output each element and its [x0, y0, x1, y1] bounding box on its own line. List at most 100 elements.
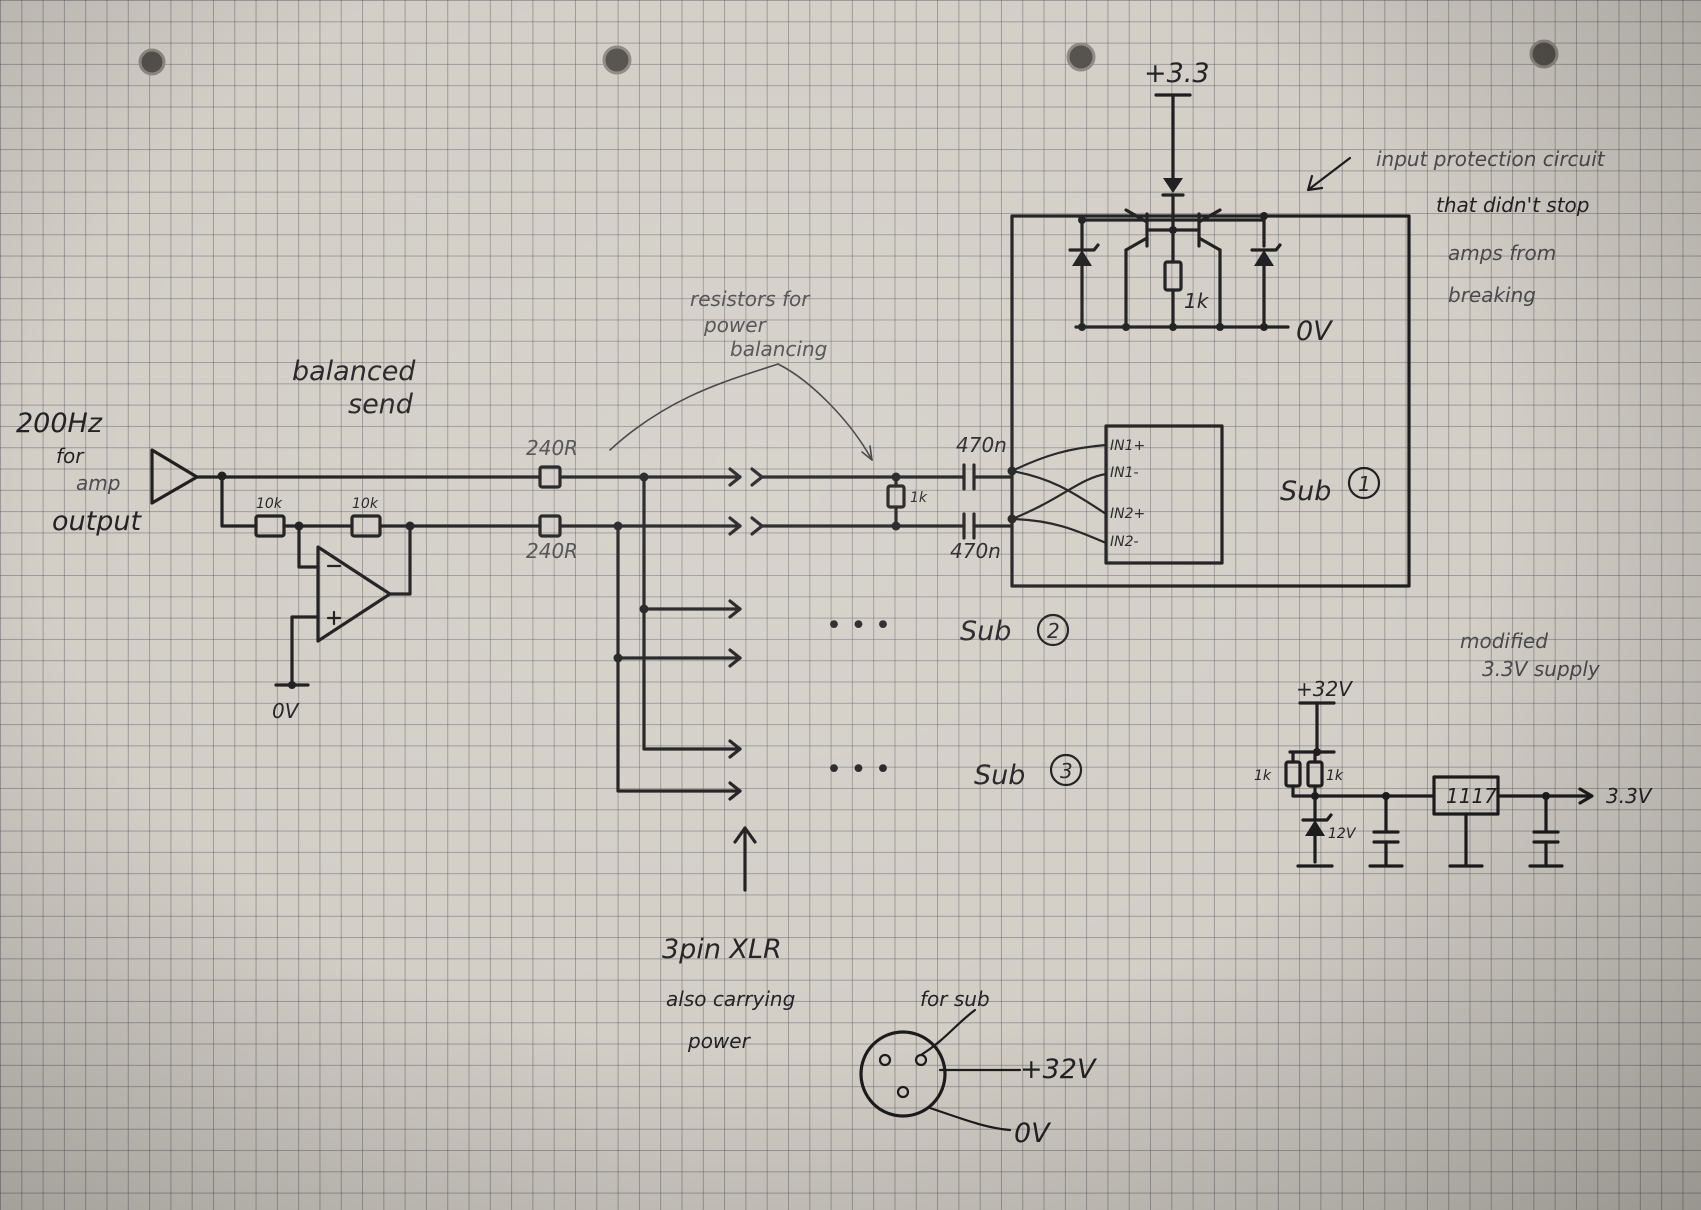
label-res-note-2: power	[703, 313, 768, 337]
wire	[1448, 812, 1484, 868]
label-source-for: for	[56, 444, 85, 468]
zener-right	[1254, 250, 1274, 266]
label-10k-a: 10k	[256, 496, 283, 512]
label-xlr-plus: +32V	[1020, 1054, 1098, 1085]
supply-cap-2	[1532, 830, 1560, 844]
label-protect-note-1: input protection circuit	[1376, 147, 1606, 171]
label-240r-top: 240R	[526, 436, 578, 460]
supply-resistor-right	[1306, 760, 1324, 788]
label-balanced: balanced	[292, 356, 416, 387]
amp-ic-box	[1104, 424, 1224, 565]
label-xlr-zero: 0V	[1014, 1118, 1052, 1149]
junction-dot	[639, 604, 649, 614]
label-supply-r-left: 1k	[1254, 768, 1272, 784]
zener-left	[1072, 250, 1092, 266]
junction-dot	[1078, 323, 1086, 331]
label-xlr-2: also carrying	[666, 987, 795, 1011]
wire-to-in1n	[1010, 469, 1108, 521]
label-1k-term: 1k	[910, 490, 928, 506]
source-buffer-symbol	[150, 448, 199, 505]
xlr-connector-chevron	[728, 516, 742, 536]
xlr-lead-signal	[919, 1008, 977, 1057]
label-ic-in1p: IN1+	[1110, 438, 1145, 454]
note-leader-line	[609, 363, 873, 461]
label-protect-note-2: that didn't stop	[1436, 193, 1590, 217]
label-470n-bottom: 470n	[950, 539, 1001, 563]
resistor-1k-termination	[886, 484, 906, 509]
wire-to-in1p	[1010, 443, 1108, 473]
label-protect-rail: +3.3	[1144, 58, 1210, 89]
note-arrow	[1306, 156, 1352, 192]
transistor-right	[1171, 208, 1222, 252]
distribution-section	[538, 465, 764, 892]
supply-section	[1284, 701, 1594, 868]
wire-cold-branch	[220, 474, 258, 528]
label-protect-r: 1k	[1184, 289, 1210, 313]
sub2-number-circle	[1036, 613, 1070, 647]
xlr-pointer-arrow	[733, 826, 757, 892]
zener-bar	[1301, 813, 1333, 822]
xlr-pin	[914, 1053, 928, 1067]
label-source-amp: amp	[76, 471, 120, 495]
xlr-connector-body	[859, 1030, 947, 1118]
sub1-outer-box	[1010, 214, 1411, 588]
label-xlr-signal: for sub	[920, 987, 990, 1011]
resistor-1k-protect	[1163, 260, 1183, 292]
binder-hole	[1529, 39, 1559, 69]
source-section	[150, 448, 542, 689]
label-240r-bottom: 240R	[526, 539, 578, 563]
label-protect-note-3: amps from	[1448, 241, 1556, 265]
supply-out-arrow	[1578, 787, 1594, 805]
label-supply-r-right: 1k	[1326, 768, 1344, 784]
label-source-output: output	[52, 506, 142, 537]
xlr-pin	[878, 1053, 892, 1067]
wire-hot-bus	[642, 475, 742, 751]
label-supply-reg: 1117	[1446, 784, 1497, 808]
label-sub3-num: 3	[1060, 759, 1073, 783]
supply-cap-1	[1372, 830, 1400, 844]
text-labels: 200Hz for amp output balanced send 10k 1…	[16, 58, 1653, 1149]
binder-hole	[602, 45, 632, 75]
label-ellipsis-sub3: • • •	[826, 754, 891, 785]
junction-dot	[1260, 323, 1268, 331]
label-protect-note-4: breaking	[1448, 283, 1536, 307]
label-source-freq: 200Hz	[16, 408, 103, 439]
junction-dot	[1169, 323, 1177, 331]
xlr-sketch	[859, 1008, 1022, 1132]
xlr-pin	[896, 1085, 910, 1099]
wire-to-in2n	[1010, 517, 1108, 545]
wire-cold-bus	[616, 524, 742, 793]
label-send: send	[348, 389, 414, 420]
label-zero-v-source: 0V	[272, 699, 300, 723]
resistor-240r-bottom	[538, 514, 562, 538]
wire-feedback-out	[388, 524, 412, 596]
label-ellipsis-sub2: • • •	[826, 610, 891, 641]
protection-circuit	[1068, 93, 1352, 331]
label-sub2-num: 2	[1047, 619, 1060, 643]
label-ic-in2n: IN2-	[1110, 534, 1139, 550]
supply-resistor-left	[1284, 760, 1302, 788]
binder-hole	[1066, 42, 1096, 72]
label-supply-in: +32V	[1296, 677, 1353, 701]
wire	[1124, 248, 1222, 329]
label-ic-in1n: IN1-	[1110, 465, 1139, 481]
opamp-symbol	[316, 545, 392, 643]
label-sub3: Sub	[974, 760, 1025, 791]
resistor-10k-a	[254, 514, 286, 538]
sub1-number-circle	[1347, 466, 1381, 500]
xlr-connector-chevron	[728, 739, 742, 759]
xlr-connector-chevron	[728, 467, 742, 487]
note-leader-line	[861, 445, 873, 461]
sub1-section	[760, 214, 1411, 588]
junction-dot	[1122, 323, 1130, 331]
xlr-lead-zero	[928, 1106, 1012, 1132]
label-10k-b: 10k	[352, 496, 379, 512]
label-sub2: Sub	[960, 616, 1011, 647]
xlr-connector-chevron	[728, 599, 742, 619]
junction-dot	[613, 653, 623, 663]
label-res-note-3: balancing	[730, 337, 827, 361]
label-supply-note-1: modified	[1460, 629, 1548, 653]
wire-noninv-ground	[290, 615, 320, 687]
label-supply-zener: 12V	[1328, 826, 1357, 842]
